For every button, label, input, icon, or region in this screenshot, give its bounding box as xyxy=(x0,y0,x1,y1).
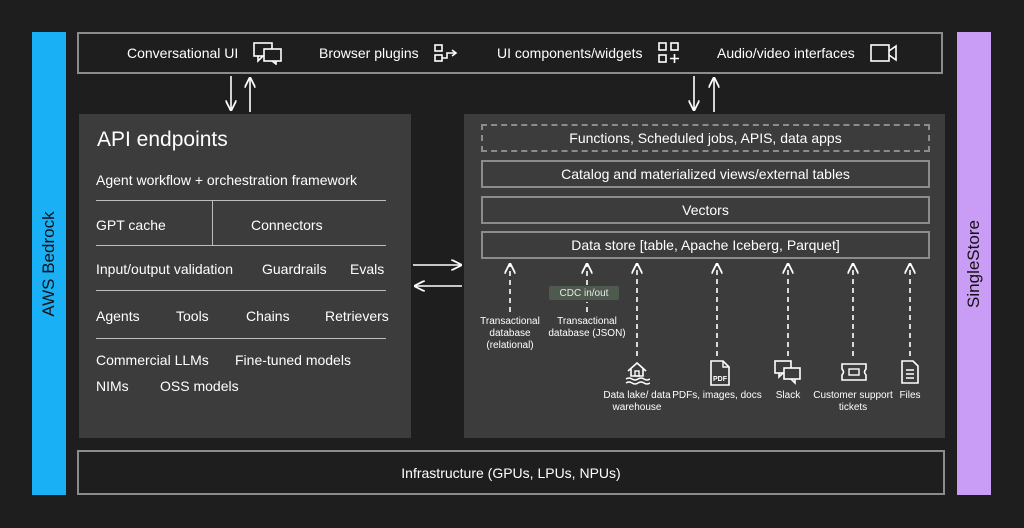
functions-box: Functions, Scheduled jobs, APIS, data ap… xyxy=(481,124,930,152)
data-platform-panel: Functions, Scheduled jobs, APIS, data ap… xyxy=(464,114,945,438)
guardrails-label: Guardrails xyxy=(262,261,327,277)
source-support-tickets: Customer support tickets xyxy=(813,390,893,413)
chat-bubbles-icon xyxy=(253,42,283,65)
interface-label: Audio/video interfaces xyxy=(717,45,855,61)
slack-chat-icon xyxy=(774,360,801,385)
source-slack: Slack xyxy=(775,390,801,401)
interface-label: Conversational UI xyxy=(127,45,239,61)
vectors-box: Vectors xyxy=(481,196,930,224)
commercial-llms-label: Commercial LLMs xyxy=(96,352,209,368)
interface-label: UI components/widgets xyxy=(497,45,643,61)
divider xyxy=(96,245,386,246)
nims-label: NIMs xyxy=(96,378,129,394)
source-transactional-json: Transactional database (JSON) xyxy=(548,316,626,339)
infrastructure-box: Infrastructure (GPUs, LPUs, NPUs) xyxy=(77,450,945,495)
lake-house-icon xyxy=(625,361,650,385)
retrievers-label: Retrievers xyxy=(325,308,389,324)
singlestore-bar: SingleStore xyxy=(957,32,991,495)
file-icon xyxy=(901,360,919,384)
divider xyxy=(96,290,386,291)
plugin-arrow-icon xyxy=(433,44,457,62)
catalog-box: Catalog and materialized views/external … xyxy=(481,160,930,188)
interface-label: Browser plugins xyxy=(319,45,419,61)
io-validation-label: Input/output validation xyxy=(96,261,233,277)
interfaces-box: Conversational UI Browser plugins UI com… xyxy=(77,32,943,74)
evals-label: Evals xyxy=(350,261,385,277)
data-store-box: Data store [table, Apache Iceberg, Parqu… xyxy=(481,231,930,259)
divider xyxy=(96,200,386,201)
api-endpoints-title: API endpoints xyxy=(97,128,228,151)
agent-workflow-label: Agent workflow + orchestration framework xyxy=(96,172,358,188)
pdf-glyph: PDF xyxy=(713,376,728,383)
divider xyxy=(96,338,386,339)
source-data-lake: Data lake/ data warehouse xyxy=(603,390,671,413)
source-pdfs: PDFs, images, docs xyxy=(672,390,762,401)
interface-audio-video: Audio/video interfaces xyxy=(717,34,899,72)
source-transactional-relational: Transactional database (relational) xyxy=(480,316,540,351)
agents-label: Agents xyxy=(96,308,140,324)
divider xyxy=(212,200,213,245)
tools-label: Tools xyxy=(176,308,209,324)
interface-browser-plugins: Browser plugins xyxy=(319,34,459,72)
pdf-file-icon: PDF xyxy=(710,360,730,386)
fine-tuned-models-label: Fine-tuned models xyxy=(235,352,351,368)
source-files: Files xyxy=(899,390,921,401)
widgets-grid-icon xyxy=(657,42,679,63)
video-camera-icon xyxy=(869,44,897,62)
connectors-label: Connectors xyxy=(251,217,323,233)
aws-bedrock-bar: AWS Bedrock xyxy=(32,32,66,495)
gpt-cache-label: GPT cache xyxy=(96,217,166,233)
interface-ui-components: UI components/widgets xyxy=(497,34,681,72)
api-endpoints-panel: API endpoints Agent workflow + orchestra… xyxy=(79,114,411,438)
cdc-badge: CDC in/out xyxy=(549,286,619,300)
interface-conversational-ui: Conversational UI xyxy=(127,34,284,72)
oss-models-label: OSS models xyxy=(160,378,239,394)
chains-label: Chains xyxy=(246,308,290,324)
ticket-icon xyxy=(841,363,867,381)
